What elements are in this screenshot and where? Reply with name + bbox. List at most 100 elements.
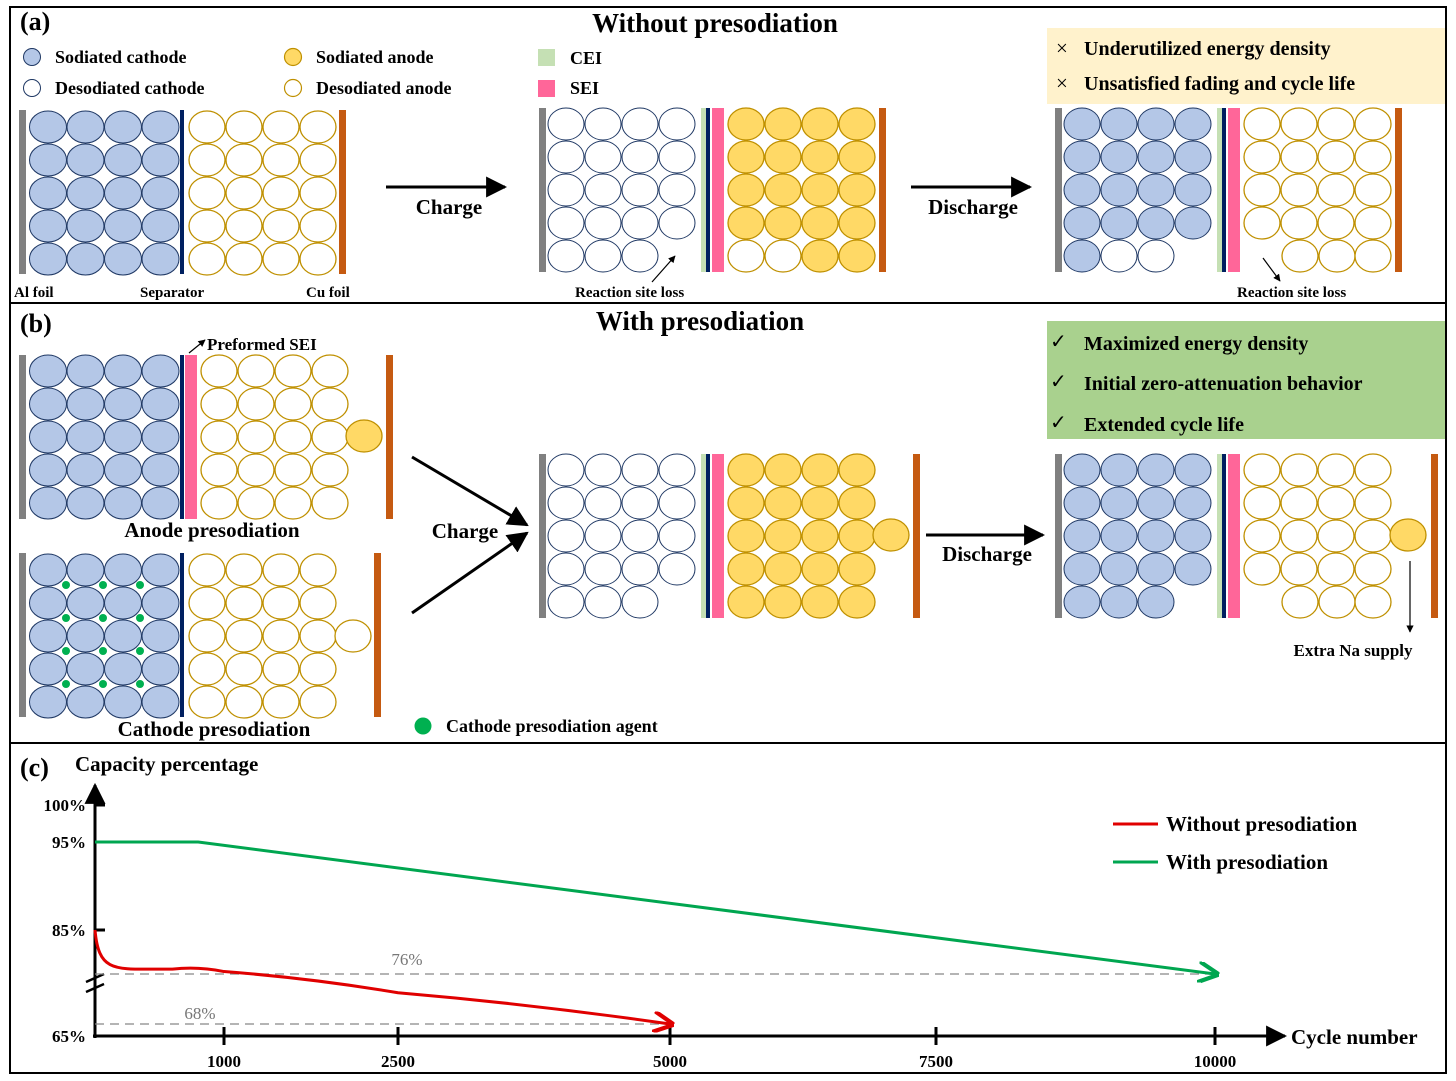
cathode-particle [584, 140, 622, 174]
anode-particle [838, 239, 876, 273]
cathode-particle [658, 486, 696, 520]
anode-particle [764, 585, 802, 619]
anode-particle [1317, 486, 1355, 520]
sei-layer [1228, 454, 1240, 618]
benefit-mark-2: ✓ [1050, 371, 1067, 393]
presodiation-agent-dot [136, 647, 144, 655]
cathode-particle [1137, 585, 1175, 619]
cathode-particle [141, 652, 180, 686]
cathode-particle [66, 453, 105, 487]
anode-particle [727, 552, 765, 586]
anode-particle [838, 585, 876, 619]
anode-particle [200, 387, 238, 421]
anode-particle [200, 420, 238, 454]
panel-c [9, 742, 1447, 1074]
cathode-particle [141, 354, 180, 388]
cathode-particle [141, 420, 180, 454]
anode-particle [225, 685, 263, 719]
cathode-particle [66, 387, 105, 421]
extra-na-particle [872, 518, 910, 552]
anode-particle [262, 176, 300, 210]
axis-break-mark [85, 982, 105, 994]
anode-particle [801, 552, 839, 586]
anode-particle [1243, 107, 1281, 141]
cathode-particle [104, 685, 142, 719]
anode-particle [225, 143, 263, 177]
cathode-particle [141, 387, 180, 421]
cathode-particle [1100, 552, 1138, 586]
al-foil [1055, 454, 1062, 618]
anode-particle [727, 585, 765, 619]
legend-cei-swatch [538, 49, 555, 66]
cathode-presodiation-label: Cathode presodiation [118, 717, 311, 741]
anode-particle [262, 652, 300, 686]
cathode-particle [1063, 173, 1101, 207]
cathode-particle [621, 173, 659, 207]
cathode-particle [29, 453, 67, 487]
issues-box [1047, 28, 1445, 104]
cathode-particle [29, 420, 67, 454]
anode-particle [801, 239, 839, 273]
anode-particle [225, 553, 263, 587]
anode-particle [1354, 239, 1392, 273]
anode-particle [188, 685, 226, 719]
cathode-particle [29, 486, 67, 520]
cathode-particle [1063, 107, 1101, 141]
anode-particle [237, 453, 275, 487]
cathode-particle [1063, 453, 1101, 487]
al-foil [19, 553, 26, 717]
anode-particle [188, 110, 226, 144]
cathode-particle [1063, 519, 1101, 553]
cathode-particle [104, 486, 142, 520]
battery-cells [19, 107, 1438, 719]
cu-foil [1431, 454, 1438, 618]
reference-label-76: 76% [391, 950, 422, 969]
anode-particle [1243, 206, 1281, 240]
anode-particle [225, 209, 263, 243]
cathode-particle [621, 585, 659, 619]
reaction-loss-arrow-2 [1262, 257, 1281, 282]
separator [180, 110, 184, 274]
cathode-particle [1174, 173, 1212, 207]
cathode-particle [547, 140, 585, 174]
presodiation-agent-dot [99, 647, 107, 655]
benefit-mark-3: ✓ [1050, 412, 1067, 434]
anode-particle [1280, 107, 1318, 141]
cathode-particle [1100, 206, 1138, 240]
anode-particle [299, 209, 337, 243]
cei-layer [1217, 108, 1222, 272]
anode-particle [225, 242, 263, 276]
cathode-particle [29, 685, 67, 719]
cathode-particle [141, 209, 180, 243]
anode-particle [274, 486, 312, 520]
anode-particle [188, 242, 226, 276]
anode-particle [1281, 585, 1319, 619]
legend-label: With presodiation [1166, 850, 1328, 874]
cathode-particle [1063, 552, 1101, 586]
presodiation-agent-dot [136, 614, 144, 622]
anode-particle [838, 206, 876, 240]
agent-legend-label: Cathode presodiation agent [446, 716, 658, 736]
cathode-particle [547, 173, 585, 207]
cathode-particle [1100, 585, 1138, 619]
cathode-particle [104, 652, 142, 686]
anode-particle [1243, 140, 1281, 174]
presodiation-agent-dot [62, 680, 70, 688]
anode-particle [764, 552, 802, 586]
anode-particle [838, 552, 876, 586]
panel-a-letter: (a) [20, 7, 50, 36]
anode-particle [225, 652, 263, 686]
anode-particle [764, 206, 802, 240]
anode-particle [1317, 453, 1355, 487]
cathode-particle [66, 242, 105, 276]
cathode-particle [141, 242, 180, 276]
issue-2: Unsatisfied fading and cycle life [1084, 73, 1355, 95]
anode-particle [1317, 519, 1355, 553]
anode-particle [225, 176, 263, 210]
cathode-particle [584, 239, 622, 273]
cu-foil [339, 110, 346, 274]
anode-particle [299, 110, 337, 144]
legend-sodiated-anode-label: Sodiated anode [316, 47, 434, 67]
cathode-particle [104, 453, 142, 487]
presodiation-agent-dot [136, 581, 144, 589]
